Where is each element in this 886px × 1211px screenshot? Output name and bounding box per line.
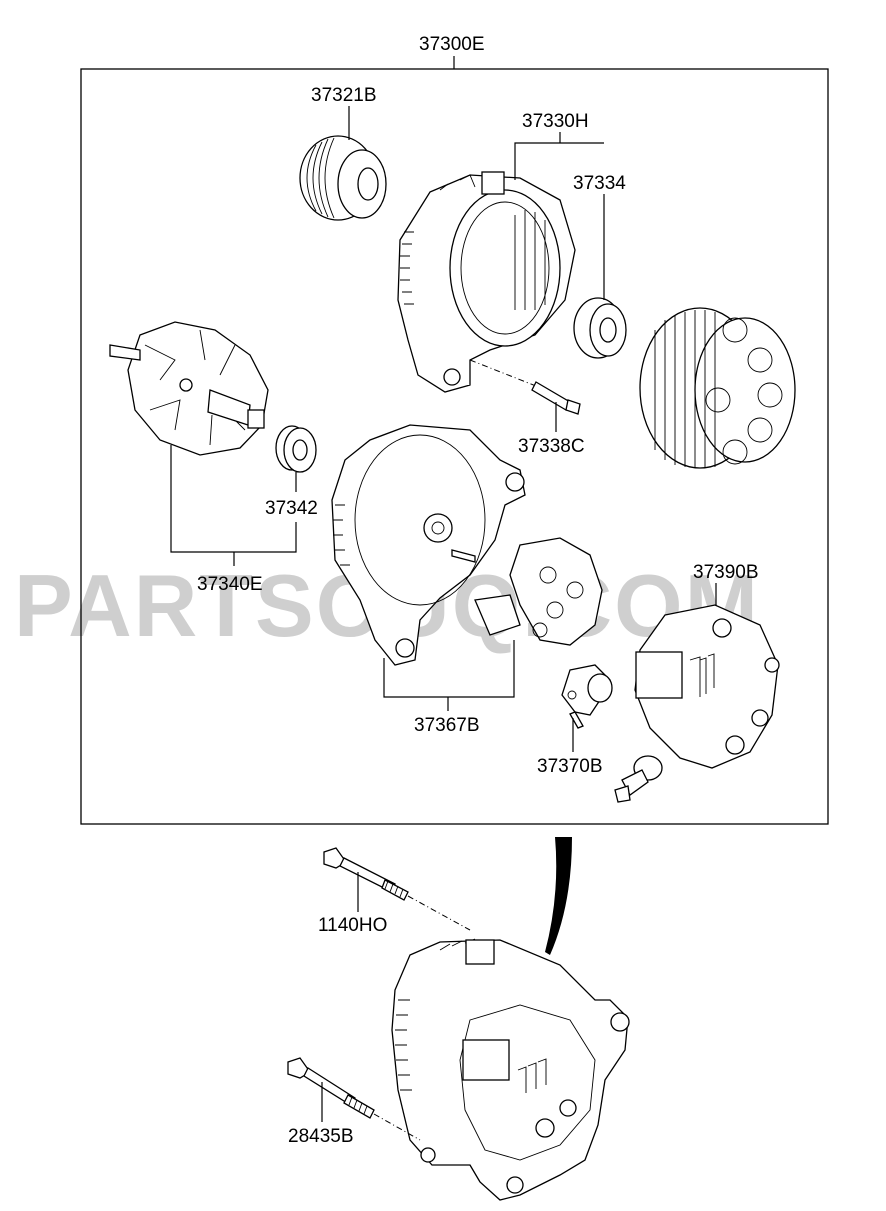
rotor-part: [109, 321, 269, 456]
callout-assembly[interactable]: 37300E: [419, 34, 485, 55]
front-bracket-leader: [514, 142, 604, 180]
callout-pulley[interactable]: 37321B: [311, 85, 377, 106]
assembly-pointer-arrow: [545, 837, 572, 955]
assembled-alternator: [391, 938, 630, 1201]
callout-rotor[interactable]: 37340E: [197, 574, 263, 595]
stator-part: [639, 307, 796, 469]
bolt-upper-part: [323, 847, 471, 931]
pulley-part: [299, 135, 387, 221]
callout-through-bolt[interactable]: 37338C: [518, 436, 585, 457]
rear-bearing-part: [275, 425, 317, 473]
rectifier-part: [474, 537, 603, 646]
bolt-lower-part: [287, 1057, 421, 1141]
callout-rear-bearing[interactable]: 37342: [265, 498, 318, 519]
through-bolt-part: [469, 359, 581, 415]
callout-bolt-upper[interactable]: 1140HO: [318, 915, 387, 936]
callout-rear-bracket-set[interactable]: 37367B: [414, 715, 480, 736]
callout-brush-holder[interactable]: 37370B: [537, 756, 603, 777]
callout-bolt-lower[interactable]: 28435B: [288, 1126, 354, 1147]
callout-front-bearing[interactable]: 37334: [573, 173, 626, 194]
brush-holder-part: [561, 664, 613, 729]
callout-rear-cover[interactable]: 37390B: [693, 562, 759, 583]
terminal-part: [614, 755, 663, 803]
callout-front-bracket[interactable]: 37330H: [522, 111, 589, 132]
front-bracket-part: [397, 171, 576, 393]
rear-bracket-leader: [383, 640, 515, 698]
rear-cover-part: [634, 604, 780, 769]
front-bearing-part: [573, 297, 627, 359]
rear-bracket-part: [331, 424, 526, 666]
